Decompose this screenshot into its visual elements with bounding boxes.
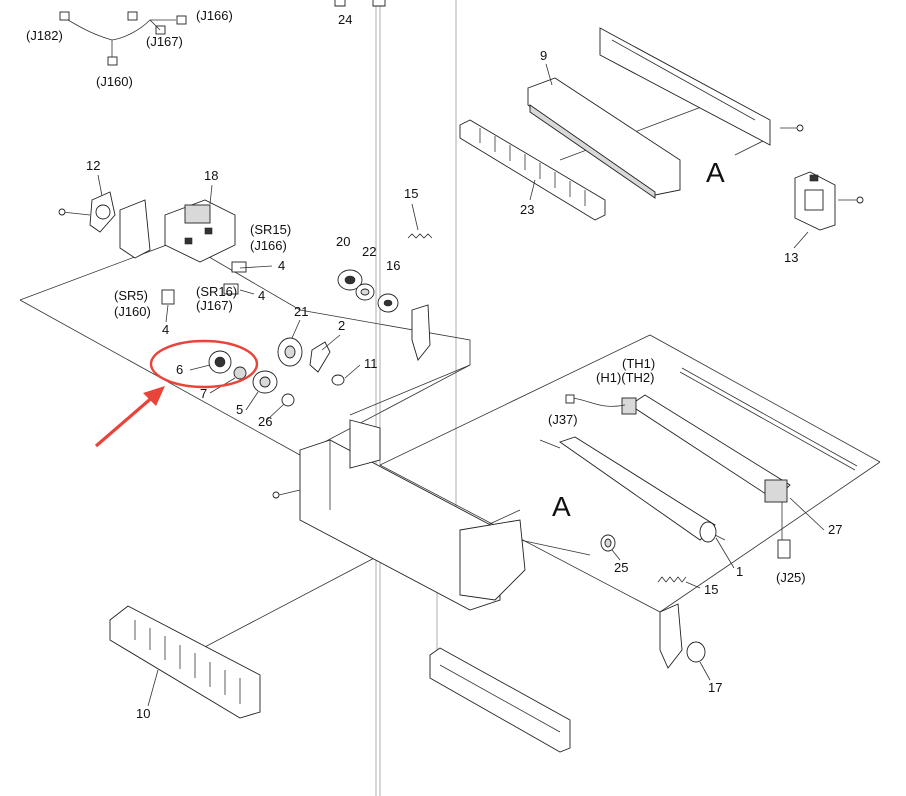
label-p7: 7 <box>200 386 207 401</box>
spring-11 <box>331 374 345 386</box>
label-j182: (J182) <box>26 28 63 43</box>
label-h1-th2: (H1)(TH2) <box>596 370 655 385</box>
leader-ticks <box>97 63 825 707</box>
lever-2 <box>309 341 331 373</box>
part-12 <box>89 191 116 233</box>
highlight-ellipse <box>149 339 259 389</box>
label-j160-b: (J160) <box>114 304 151 319</box>
label-j37: (J37) <box>548 412 578 427</box>
spring-15-bottom <box>657 576 687 583</box>
label-p18: 18 <box>204 168 218 183</box>
gear-16 <box>377 293 399 313</box>
roller-1 <box>539 436 726 543</box>
part-23-rail <box>459 119 606 221</box>
label-p9: 9 <box>540 48 547 63</box>
label-p27: 27 <box>828 522 842 537</box>
gear-20 <box>337 269 363 291</box>
label-sr15: (SR15) <box>250 222 291 237</box>
label-p22: 22 <box>362 244 376 259</box>
label-p5: 5 <box>236 402 243 417</box>
gear-5 <box>252 370 278 394</box>
part-13 <box>794 171 836 231</box>
lever-17 <box>659 603 706 669</box>
part-24 <box>334 0 386 7</box>
label-p12: 12 <box>86 158 100 173</box>
part-labels: (J166) (J182) (J167) (J160) 24 9 A 23 13… <box>26 8 842 721</box>
gear-21 <box>277 337 303 367</box>
label-p24: 24 <box>338 12 352 27</box>
label-p11: 11 <box>364 356 378 371</box>
label-j25: (J25) <box>776 570 806 585</box>
label-p20: 20 <box>336 234 350 249</box>
heater-27 <box>565 367 858 559</box>
label-p16: 16 <box>386 258 400 273</box>
label-sr5: (SR5) <box>114 288 148 303</box>
gear-25 <box>600 534 616 552</box>
gear-22 <box>355 283 375 301</box>
frame-left-plate <box>58 199 151 259</box>
label-sr16: (SR16) <box>196 284 237 299</box>
label-ref-a-top: A <box>706 157 725 188</box>
label-p15-top: 15 <box>404 186 418 201</box>
label-p6: 6 <box>176 362 183 377</box>
label-j166-b: (J166) <box>250 238 287 253</box>
bushing-26 <box>281 393 295 407</box>
label-p17: 17 <box>708 680 722 695</box>
highlight-annotation <box>94 339 259 448</box>
cable-harness-top <box>59 11 187 66</box>
screws-right <box>780 124 864 204</box>
label-p4-a: 4 <box>278 258 285 273</box>
spring-15-top <box>407 233 433 239</box>
label-j167: (J167) <box>146 34 183 49</box>
label-p2: 2 <box>338 318 345 333</box>
label-p4-b: 4 <box>258 288 265 303</box>
lever-16 <box>411 304 431 361</box>
part-18-assembly <box>164 199 236 263</box>
label-p25: 25 <box>614 560 628 575</box>
label-j160: (J160) <box>96 74 133 89</box>
part-9-bracket <box>527 27 771 199</box>
gear-6 <box>208 350 232 374</box>
label-th1: (TH1) <box>622 356 655 371</box>
label-ref-a-bottom: A <box>552 491 571 522</box>
label-p1: 1 <box>736 564 743 579</box>
label-p10: 10 <box>136 706 150 721</box>
guide-10 <box>109 605 261 719</box>
label-p4-c: 4 <box>162 322 169 337</box>
label-j166: (J166) <box>196 8 233 23</box>
label-p15-bottom: 15 <box>704 582 718 597</box>
label-j167-b: (J167) <box>196 298 233 313</box>
sensors-4 <box>161 261 247 305</box>
gear-7 <box>233 366 247 380</box>
label-p26: 26 <box>258 414 272 429</box>
bottom-rail <box>429 647 571 753</box>
central-frame <box>272 419 526 611</box>
label-p23: 23 <box>520 202 534 217</box>
label-p13: 13 <box>784 250 798 265</box>
arrow-pointer-icon <box>94 386 165 448</box>
label-p21: 21 <box>294 304 308 319</box>
